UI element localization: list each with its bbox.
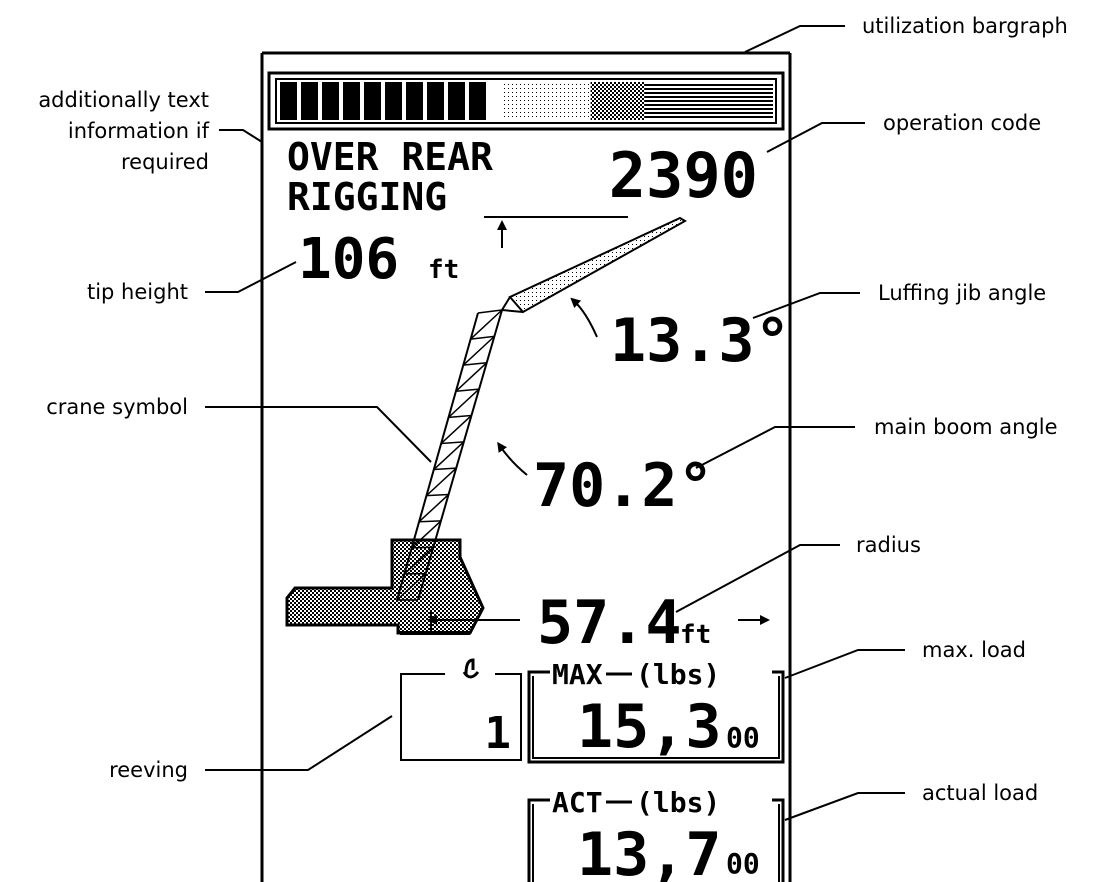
act-load-unit: (lbs) bbox=[636, 786, 720, 819]
utilization-segments bbox=[280, 82, 773, 120]
tip-height-unit: ft bbox=[428, 255, 459, 285]
boom-angle-value: 70.2° bbox=[533, 451, 714, 521]
act-load-label: ACT bbox=[552, 786, 603, 819]
boom-brace bbox=[470, 309, 503, 340]
hook-icon bbox=[462, 658, 480, 679]
bar-segment-filled bbox=[322, 82, 339, 120]
boom-brace bbox=[425, 467, 457, 497]
radius-unit: ft bbox=[680, 620, 711, 650]
callout-radius: radius bbox=[856, 533, 921, 557]
boom-rung bbox=[455, 388, 480, 393]
boom-rung bbox=[441, 441, 464, 445]
bar-segment-filled bbox=[427, 82, 444, 120]
reeving-box: 1 bbox=[400, 658, 522, 761]
bar-segment-filled bbox=[301, 82, 318, 120]
callout-reeving: reeving bbox=[109, 758, 188, 782]
boom-rung bbox=[419, 520, 441, 523]
callout-additional-text-1: additionally text bbox=[38, 88, 209, 112]
boom-brace bbox=[448, 388, 480, 418]
callout-additional-text-2: information if bbox=[68, 119, 210, 143]
boom-rail-left bbox=[396, 312, 479, 601]
callout-operation-code: operation code bbox=[883, 111, 1041, 135]
boom-brace bbox=[455, 362, 488, 392]
boom-rung bbox=[426, 493, 449, 497]
utilization-bargraph bbox=[267, 71, 785, 131]
act-load-box: ACT (lbs) 13,7 00 bbox=[527, 786, 785, 882]
act-load-suffix: 00 bbox=[726, 847, 760, 880]
callout-tip-height: tip height bbox=[87, 280, 188, 304]
max-load-unit: (lbs) bbox=[636, 658, 720, 691]
boom-rung bbox=[477, 309, 503, 314]
boom-rung bbox=[448, 414, 472, 419]
boom-brace bbox=[411, 520, 442, 549]
max-load-value: 15,3 bbox=[577, 692, 722, 762]
bar-segment-filled bbox=[280, 82, 297, 120]
jib-angle-value: 13.3° bbox=[610, 306, 791, 376]
crane-symbol bbox=[285, 216, 687, 635]
bar-segment-filled bbox=[406, 82, 423, 120]
main-boom bbox=[396, 309, 503, 601]
info-line-1: OVER REAR bbox=[287, 135, 493, 179]
boom-brace bbox=[433, 441, 465, 471]
act-load-value: 13,7 bbox=[577, 820, 722, 882]
boom-rung bbox=[470, 335, 495, 340]
bar-segment-filled bbox=[385, 82, 402, 120]
callout-max-load: max. load bbox=[922, 638, 1026, 662]
max-load-box: MAX (lbs) 15,3 00 bbox=[527, 658, 785, 764]
jib-angle-arrow bbox=[570, 297, 598, 338]
bar-segment-filled bbox=[469, 82, 486, 120]
max-load-label: MAX bbox=[552, 658, 603, 691]
callout-boom-angle: main boom angle bbox=[874, 415, 1058, 439]
radius-arrow bbox=[427, 610, 770, 632]
bar-segment-filled bbox=[448, 82, 465, 120]
callout-actual-load: actual load bbox=[922, 781, 1038, 805]
radius-value: 57.4 bbox=[537, 588, 682, 658]
boom-rung bbox=[463, 361, 487, 366]
callout-utilization: utilization bargraph bbox=[862, 14, 1068, 38]
boom-rail-right bbox=[417, 309, 503, 601]
bar-zone-light bbox=[501, 82, 591, 120]
boom-brace bbox=[396, 573, 427, 601]
callout-jib-angle: Luffing jib angle bbox=[878, 281, 1046, 305]
tip-height-value: 106 bbox=[298, 227, 399, 292]
boom-angle-arrow bbox=[497, 441, 528, 476]
bar-segment-filled bbox=[343, 82, 360, 120]
reeving-value: 1 bbox=[485, 708, 512, 759]
display-panel bbox=[260, 51, 792, 882]
bar-zone-warning bbox=[590, 82, 645, 120]
boom-rung bbox=[433, 467, 457, 471]
operation-code: 2390 bbox=[609, 139, 758, 212]
boom-brace bbox=[403, 546, 434, 575]
tip-height-marker bbox=[484, 216, 628, 248]
bar-zone-overload bbox=[644, 82, 773, 120]
max-load-suffix: 00 bbox=[726, 721, 760, 754]
callout-additional-text-3: required bbox=[121, 150, 209, 174]
boom-rung bbox=[411, 546, 434, 549]
bar-segment-filled bbox=[364, 82, 381, 120]
callout-leaders bbox=[205, 25, 905, 821]
boom-brace bbox=[418, 493, 450, 523]
boom-brace bbox=[462, 335, 495, 366]
info-line-2: RIGGING bbox=[287, 175, 447, 219]
boom-brace bbox=[440, 414, 472, 445]
callout-crane-symbol: crane symbol bbox=[46, 395, 188, 419]
